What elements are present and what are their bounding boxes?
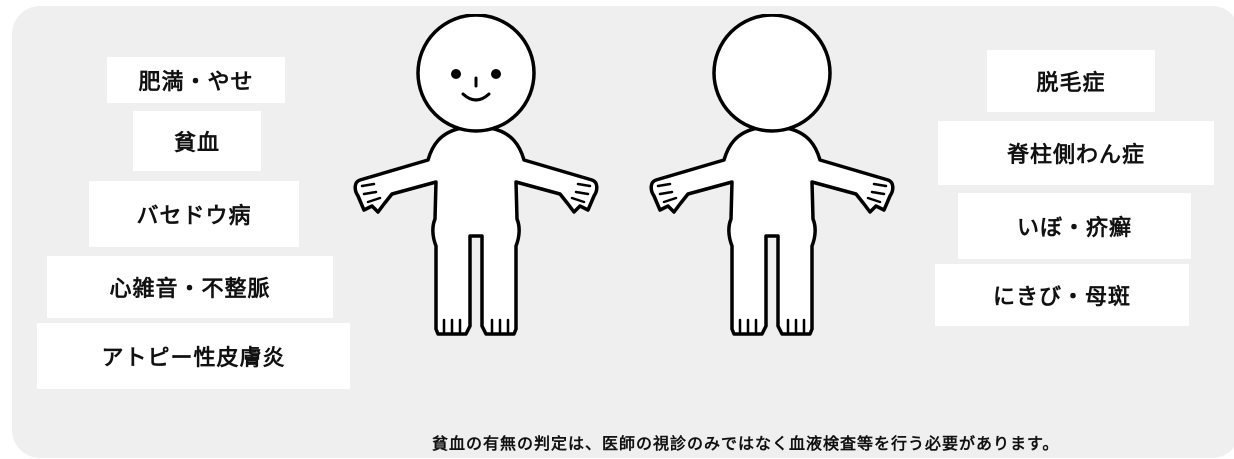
front-body-figure [353, 14, 599, 336]
label-scoliosis: 脊柱側わん症 [938, 121, 1214, 185]
label-heart-murmur-arrhythmia: 心雑音・不整脈 [47, 256, 333, 318]
back-body-figure [649, 14, 895, 336]
footnote: 貧血の有無の判定は、医師の視診のみではなく血液検査等を行う必要があります。 [432, 434, 1060, 453]
label-warts-scabies: いぼ・疥癬 [958, 193, 1191, 259]
label-anemia: 貧血 [133, 111, 261, 171]
label-alopecia: 脱毛症 [987, 50, 1155, 112]
label-acne-birthmark: にきび・母斑 [935, 264, 1189, 326]
label-obesity-thinness: 肥満・やせ [107, 57, 285, 103]
label-atopic-dermatitis: アトピー性皮膚炎 [37, 323, 350, 389]
body-figures [353, 14, 895, 336]
label-basedow-disease: バセドウ病 [89, 181, 299, 247]
